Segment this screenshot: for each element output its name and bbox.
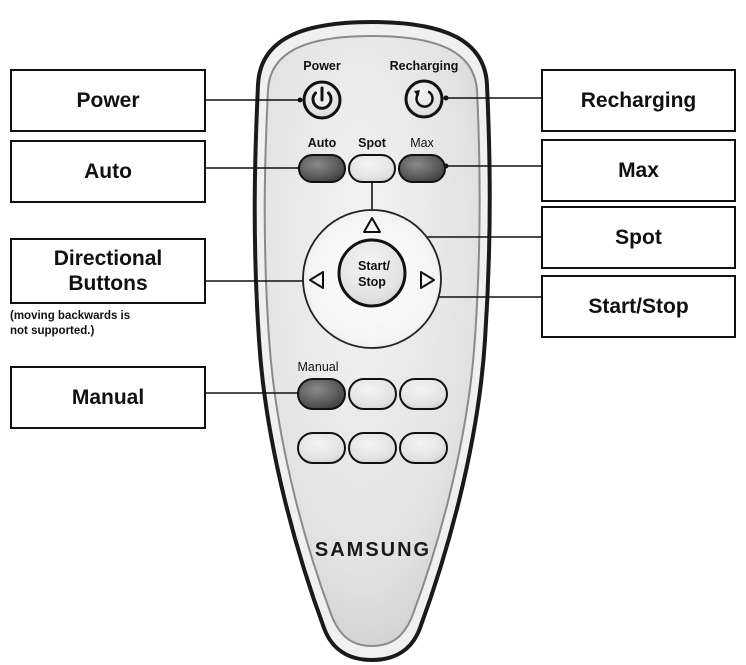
power-symbol-icon [311, 86, 333, 110]
up-button[interactable] [363, 217, 381, 233]
left-triangle-icon [309, 271, 324, 289]
recharging-button-label: Recharging [390, 59, 459, 73]
start-stop-label-line1: Start/ [358, 259, 390, 273]
power-button-label: Power [303, 59, 341, 73]
left-button[interactable] [309, 271, 324, 289]
callout-recharging-text: Recharging [580, 89, 697, 112]
manual-button[interactable] [297, 378, 346, 410]
callout-spot-text: Spot [615, 226, 662, 249]
right-button[interactable] [420, 271, 435, 289]
callout-auto: Auto [10, 140, 206, 203]
callout-manual: Manual [10, 366, 206, 429]
blank-button-5[interactable] [399, 432, 448, 464]
callout-auto-text: Auto [84, 160, 132, 183]
max-button-label: Max [410, 136, 434, 150]
right-triangle-icon [420, 271, 435, 289]
callout-manual-text: Manual [71, 386, 145, 409]
circular-arrow-icon [414, 90, 434, 108]
auto-button[interactable] [298, 154, 346, 183]
callout-directional-line1: Directional [53, 247, 163, 270]
spot-button-label: Spot [358, 136, 387, 150]
callout-recharging: Recharging [541, 69, 736, 132]
callout-spot: Spot [541, 206, 736, 269]
auto-button-label: Auto [308, 136, 337, 150]
callout-max: Max [541, 139, 736, 202]
directional-note-line1: (moving backwards is [10, 310, 131, 322]
blank-button-4[interactable] [348, 432, 397, 464]
callout-directional-line2: Buttons [68, 272, 148, 295]
blank-button-1[interactable] [348, 378, 397, 410]
start-stop-button[interactable] [337, 238, 407, 308]
callout-power: Power [10, 69, 206, 132]
max-button[interactable] [398, 154, 446, 183]
callout-start-stop-text: Start/Stop [588, 295, 689, 318]
callout-directional-buttons: Directional Buttons [10, 238, 206, 304]
manual-button-label: Manual [298, 360, 339, 374]
directional-note: (moving backwards is not supported.) [10, 309, 210, 339]
start-stop-label-line2: Stop [358, 275, 386, 289]
callout-start-stop: Start/Stop [541, 275, 736, 338]
callout-power-text: Power [76, 89, 140, 112]
power-button[interactable] [302, 80, 342, 120]
spot-button[interactable] [348, 154, 396, 183]
callout-max-text: Max [618, 159, 659, 182]
brand-logo: SAMSUNG [315, 539, 431, 561]
recharging-button[interactable] [404, 79, 444, 119]
directional-note-line2: not supported.) [10, 325, 95, 337]
blank-button-3[interactable] [297, 432, 346, 464]
up-triangle-icon [363, 217, 381, 233]
blank-button-2[interactable] [399, 378, 448, 410]
